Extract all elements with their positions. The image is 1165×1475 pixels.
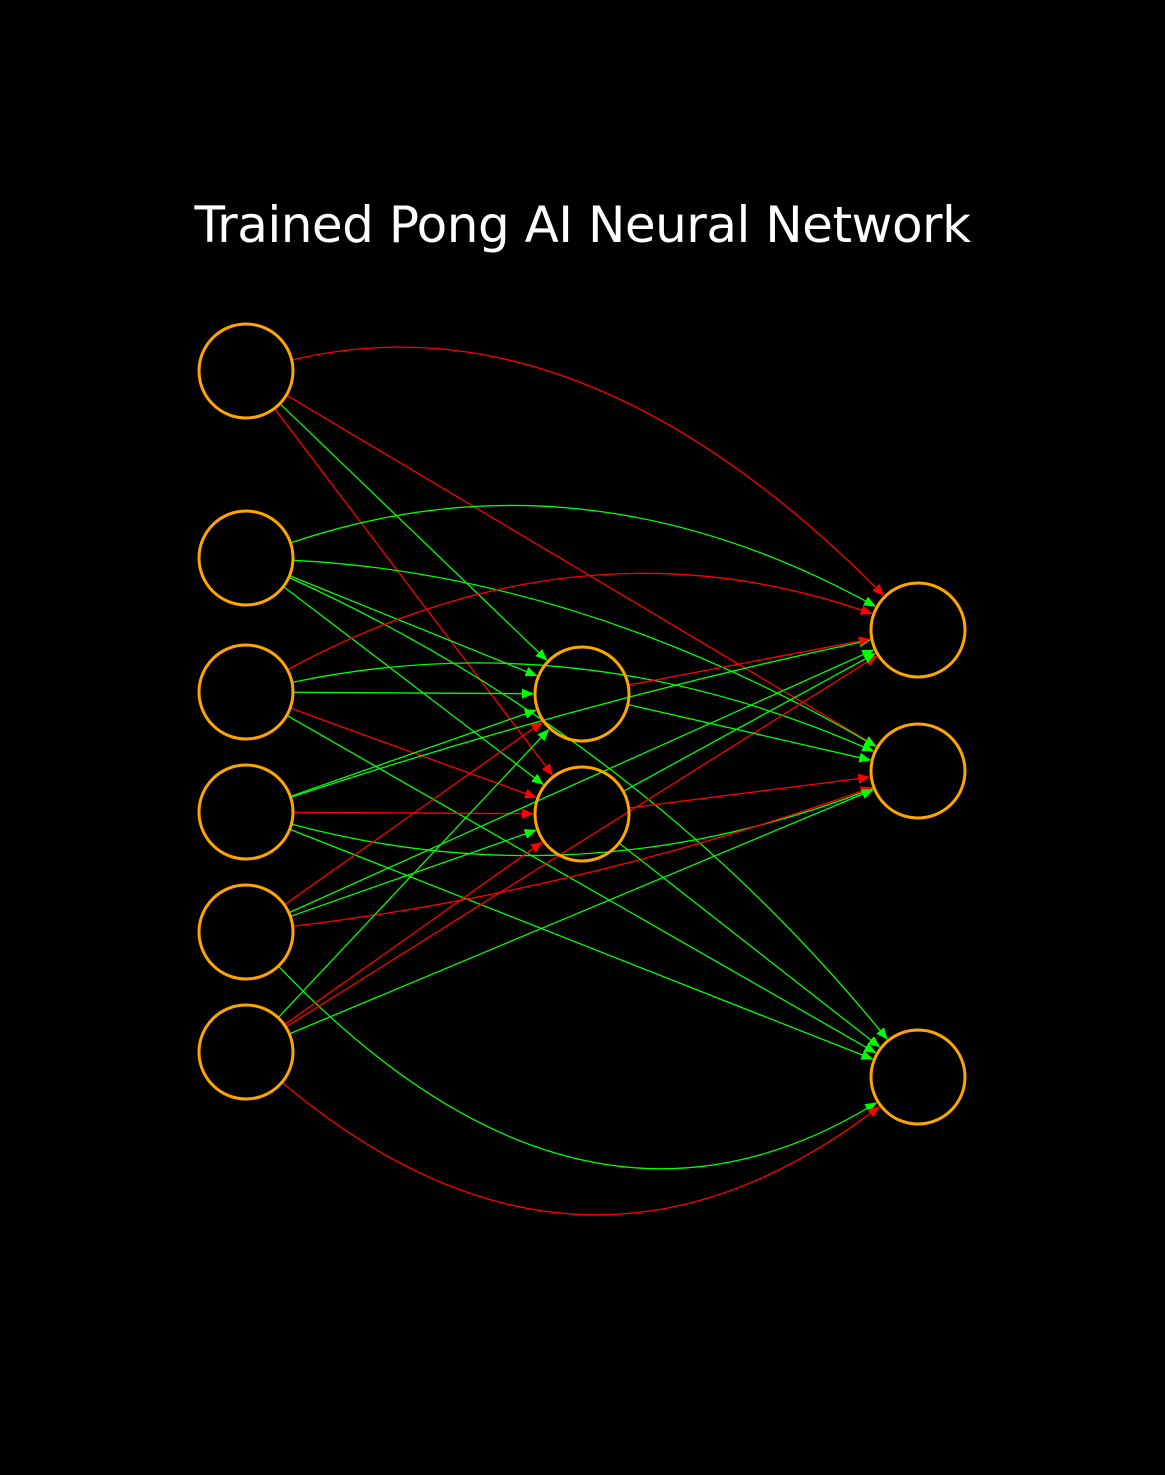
- edge-i4-to-h1-positive: [290, 709, 537, 798]
- edge-h2-to-o2-negative: [628, 773, 871, 809]
- input-node-i1: [197, 322, 295, 420]
- edge-i3-to-o3-positive: [286, 714, 877, 1054]
- edge-i3-to-o1-negative: [287, 572, 873, 671]
- edge-i6-to-o3-negative: [281, 1081, 880, 1216]
- edge-i5-to-o3-positive: [277, 965, 878, 1170]
- output-node-o2: [869, 722, 967, 820]
- edge-i2-to-o2-positive: [292, 559, 877, 747]
- edge-i6-to-o2-positive: [289, 789, 874, 1035]
- input-node-i5: [197, 883, 295, 981]
- edge-i5-to-o1-positive: [288, 649, 875, 914]
- hidden-node-h2: [533, 765, 631, 863]
- edge-i2-to-o3-positive: [288, 576, 888, 1040]
- edge-h2-to-o3-positive: [618, 842, 881, 1048]
- input-node-i3: [197, 643, 295, 741]
- edge-i4-to-o1-positive: [290, 637, 872, 798]
- output-node-o1: [869, 581, 967, 679]
- hidden-node-h1: [533, 645, 631, 743]
- edge-i6-to-h2-negative: [283, 841, 543, 1026]
- input-node-i6: [197, 1003, 295, 1101]
- diagram-title: Trained Pong AI Neural Network: [194, 196, 971, 254]
- edge-i1-to-o2-negative: [286, 394, 877, 747]
- edge-i1-to-h1-positive: [279, 403, 548, 661]
- edge-i5-to-o2-negative: [292, 786, 873, 928]
- edge-h1-to-o1-negative: [628, 636, 871, 686]
- edge-i6-to-h1-positive: [277, 728, 550, 1019]
- output-node-o3: [869, 1028, 967, 1126]
- edge-layer: [273, 346, 888, 1216]
- edge-i4-to-o2-positive: [291, 788, 874, 857]
- edge-h1-to-o2-positive: [627, 703, 872, 763]
- edge-i1-to-o1-negative: [291, 346, 885, 596]
- node-layer: [197, 322, 967, 1126]
- input-node-i2: [197, 509, 295, 607]
- edge-i3-to-h1-positive: [292, 688, 535, 699]
- edge-i2-to-o1-positive: [290, 504, 877, 607]
- input-node-i4: [197, 763, 295, 861]
- edge-i1-to-h2-negative: [273, 408, 553, 776]
- edge-i4-to-o3-positive: [289, 828, 874, 1060]
- edge-i2-to-h2-positive: [282, 585, 544, 785]
- edge-h2-to-o1-positive: [622, 652, 876, 792]
- edge-i6-to-o1-negative: [285, 655, 878, 1028]
- edge-i5-to-h1-negative: [283, 721, 543, 906]
- edge-i3-to-o2-positive: [291, 662, 875, 752]
